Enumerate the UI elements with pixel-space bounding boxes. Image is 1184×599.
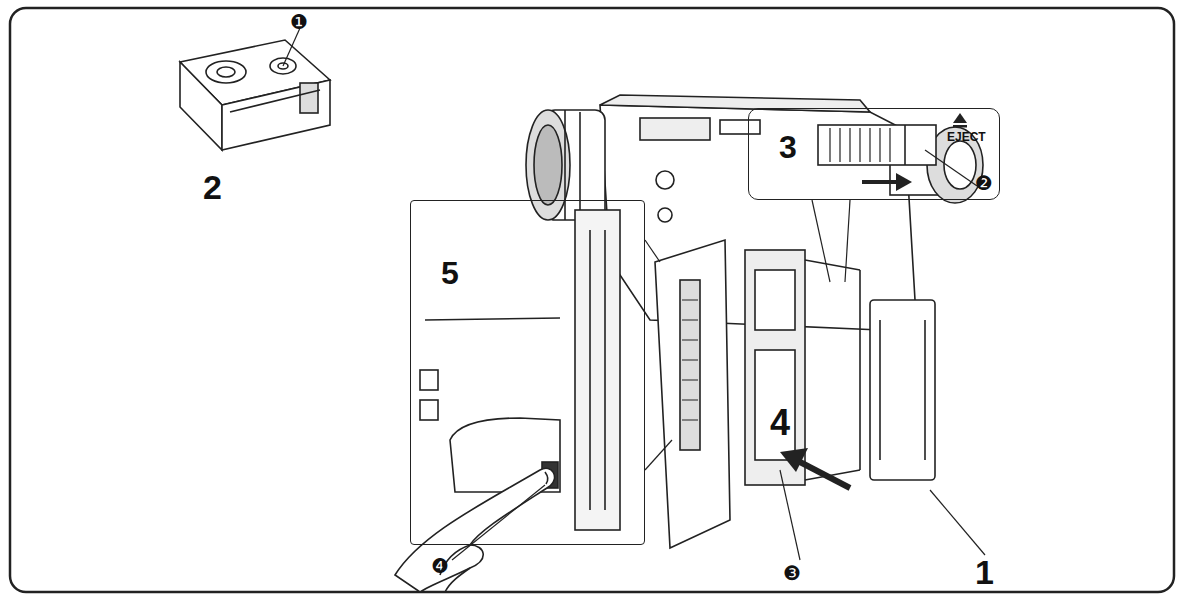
leader-line [812,200,830,282]
door-inset: 5❹ [410,200,645,545]
step-number: 2 [203,170,222,204]
cassette [180,40,330,150]
callout-number: ❶ [290,12,308,32]
cassette-door [655,240,860,548]
leader-line [645,240,660,262]
insert-arrow [780,448,850,488]
button-label: EJECT [947,131,986,143]
step-number: 5 [441,257,459,289]
step-number: 3 [779,131,797,163]
leader-line [930,490,985,555]
eject-switch [818,113,980,191]
step-number: 4 [770,405,790,441]
callout-number: ❸ [783,563,801,583]
hand [395,468,555,592]
leader-line [845,200,850,282]
step-number: 1 [975,555,994,589]
leader-line [452,485,545,560]
callout-number: ❹ [431,556,449,576]
leader-line [283,28,300,66]
leader-line [645,440,672,470]
leader-line [780,470,800,560]
frame [10,8,1174,592]
callout-number: ❷ [975,173,993,193]
eject-inset: 3 EJECT ❷ [748,108,1000,200]
